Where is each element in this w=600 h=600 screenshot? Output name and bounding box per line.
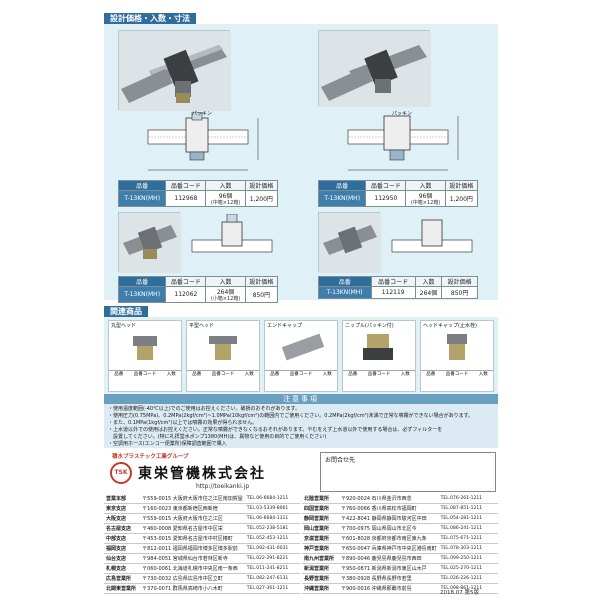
round-head-icon xyxy=(133,336,157,360)
notice-title: 注意事項 xyxy=(104,394,498,404)
company-logo: TSK xyxy=(110,462,132,484)
related-item-name: 丸型ヘッド xyxy=(111,323,137,329)
related-item-3: エンドキャップ 品番品番コード入数 xyxy=(264,320,338,392)
notice-line: ・使用温度範囲(-40℃以上)でのご使用はお控えください。破損のおそれがあります… xyxy=(108,406,301,412)
related-item-name: 平型ヘッド xyxy=(189,323,215,329)
related-item-row: 品番品番コード入数 xyxy=(343,370,415,377)
notice-line: ・使用圧力(0.75MPa)、0.2MPa(2kgf/cm²)~1.0MPa(1… xyxy=(108,413,474,419)
product-photo-4 xyxy=(318,212,381,273)
dimension-drawing-3 xyxy=(188,213,280,272)
notice-body: ・使用温度範囲(-40℃以上)でのご使用はお控えください。破損のおそれがあります… xyxy=(104,404,498,448)
notice-line: ・空調用ホース(エンコー便業所)保障調査範囲で購入 xyxy=(108,441,227,447)
product-photo-3 xyxy=(118,212,181,273)
design-section-title: 設計価格・入数・寸法 xyxy=(104,13,196,24)
contact-label: お問合せ先 xyxy=(325,457,356,464)
related-item-name: ニップル(パッキン付) xyxy=(345,323,394,329)
nipple-icon xyxy=(363,334,393,360)
edition-footer: 2018.07 第5版 xyxy=(440,590,479,596)
end-cap-icon xyxy=(281,333,325,361)
company-name: 東栄管機株式会社 xyxy=(138,466,266,482)
dimension-drawing-2 xyxy=(318,112,478,176)
related-item-row: 品番品番コード入数 xyxy=(265,370,337,377)
group-name: 積水プラスチック工業グループ xyxy=(112,454,189,460)
related-item-name: ヘッドキャップ(止水栓) xyxy=(423,323,477,329)
notice-line: 設置してください。(特に礼拝堂水ポンプ1380(MH)は、異物など使用の目的でご… xyxy=(108,434,327,440)
related-section-title: 関連商品 xyxy=(104,306,148,317)
related-item-row: 品番品番コード入数 xyxy=(187,370,259,377)
product-photo-2 xyxy=(318,30,431,107)
related-item-1: 丸型ヘッド 品番品番コード入数 xyxy=(108,320,182,392)
related-item-4: ニップル(パッキン付) 品番品番コード入数 xyxy=(342,320,416,392)
notice-line: ・また、0.1MPa(1kgf/cm²)以上では噴霧の効果が得られません。 xyxy=(108,420,258,426)
packing-label-1: パッキン xyxy=(192,111,212,117)
flat-head-icon xyxy=(209,336,237,360)
related-item-5: ヘッドキャップ(止水栓) 品番品番コード入数 xyxy=(420,320,494,392)
company-url[interactable]: http://toeikanki.jp xyxy=(196,483,250,490)
related-item-row: 品番品番コード入数 xyxy=(109,370,181,377)
product-photo-1 xyxy=(118,30,231,111)
contact-box: お問合せ先 xyxy=(320,452,496,492)
dimension-drawing-4 xyxy=(388,214,480,272)
head-cap-icon xyxy=(447,334,467,360)
dimension-drawing-1 xyxy=(118,111,278,176)
related-items: 丸型ヘッド 品番品番コード入数 平型ヘッド 品番品番コード入数 エンドキャップ … xyxy=(108,320,494,392)
related-item-2: 平型ヘッド 品番品番コード入数 xyxy=(186,320,260,392)
notice-line: ・上水道以外での使用はお控えください。正常な噴霧ができなくなるおそれがあります。… xyxy=(108,427,443,433)
packing-label-2: パッキン xyxy=(392,111,412,117)
related-item-name: エンドキャップ xyxy=(267,323,303,329)
related-item-row: 品番品番コード入数 xyxy=(421,370,493,377)
